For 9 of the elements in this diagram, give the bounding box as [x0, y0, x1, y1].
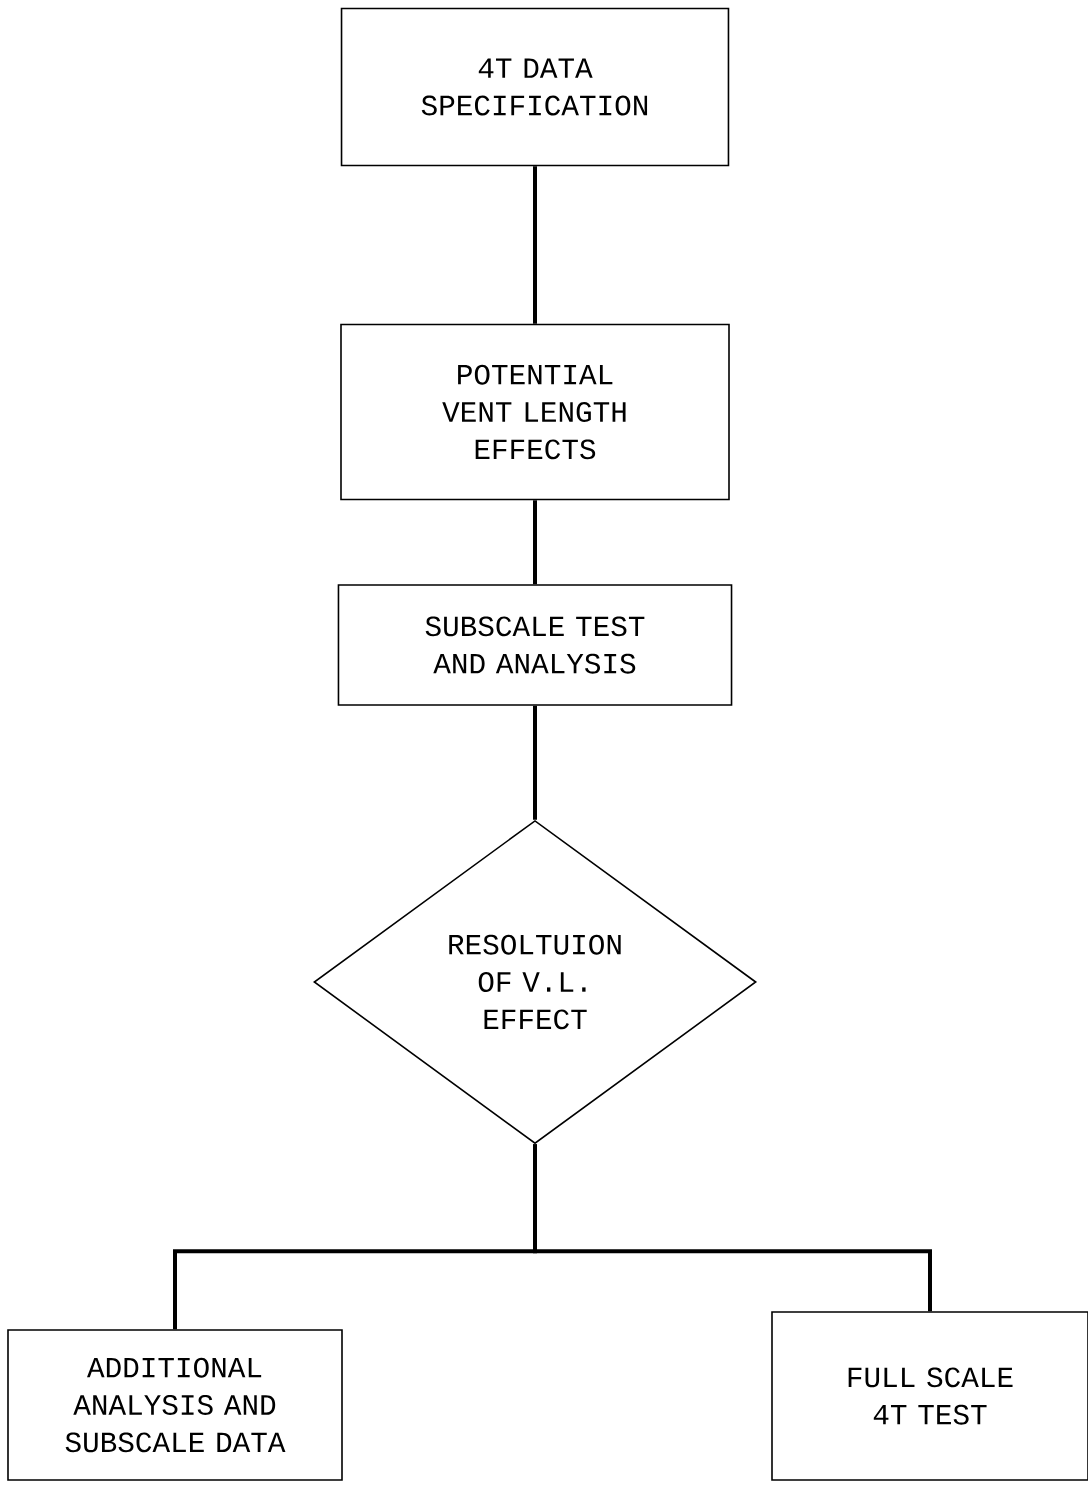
- connector-line: [533, 705, 537, 820]
- process-box: POTENTIAL VENT LENGTH EFFECTS: [340, 323, 730, 501]
- process-box: 4T DATA SPECIFICATION: [340, 7, 730, 167]
- process-box: ADDITIONAL ANALYSIS AND SUBSCALE DATA: [7, 1329, 343, 1481]
- process-box: FULL SCALE 4T TEST: [771, 1311, 1088, 1481]
- connector-line: [533, 1144, 932, 1312]
- process-box: SUBSCALE TEST AND ANALYSIS: [337, 584, 733, 706]
- connector-line: [533, 166, 537, 324]
- connector-line: [533, 500, 537, 585]
